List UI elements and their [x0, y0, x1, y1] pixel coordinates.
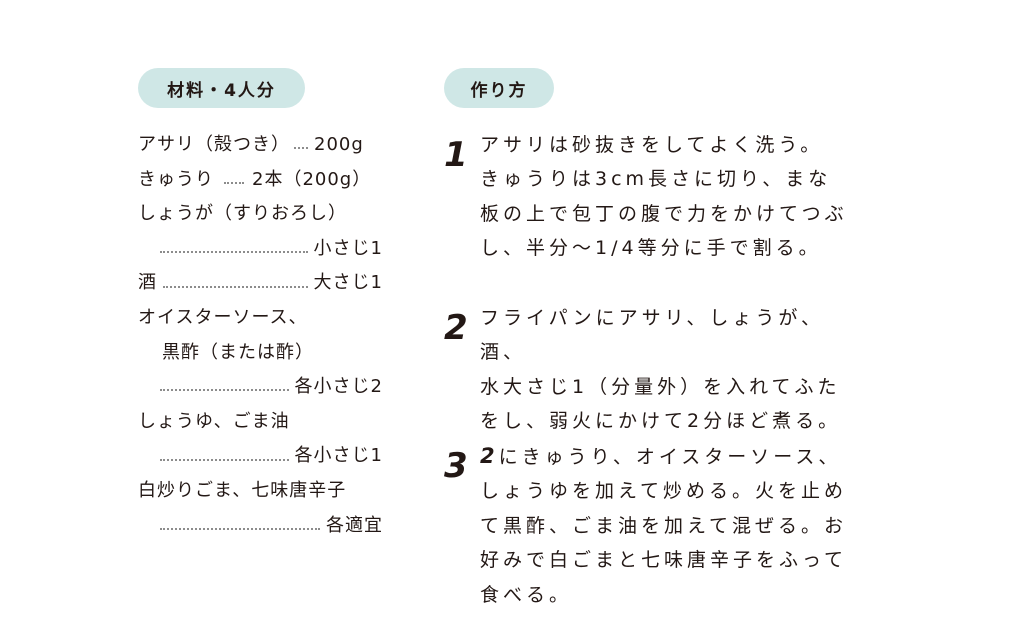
step-line: をし、弱火にかけて2分ほど煮る。 — [480, 410, 842, 433]
step-number: 2 — [444, 308, 468, 348]
ingredient-row: しょうゆ、ごま油 — [138, 405, 383, 440]
leader-dots — [160, 251, 308, 254]
ingredient-amount: 大さじ1 — [313, 272, 383, 294]
ingredient-row: 白炒りごま、七味唐辛子 — [138, 474, 383, 509]
step-line: しょうゆを加えて炒める。火を止め — [480, 480, 848, 503]
step-line: アサリは砂抜きをしてよく洗う。 — [480, 134, 824, 156]
ingredient-row: きゅうり 2本（200g） — [138, 163, 383, 198]
ingredient-amount: 各適宜 — [326, 514, 383, 536]
ingredient-row: オイスターソース、 — [138, 301, 383, 336]
ingredient-name: しょうゆ、ごま油 — [138, 410, 290, 432]
ingredient-name: きゅうり — [138, 168, 214, 190]
step-line: 食べる。 — [480, 583, 573, 606]
ingredients-list: アサリ（殻つき） 200g きゅうり 2本（200g） しょうが（すりおろし） … — [138, 128, 383, 543]
ingredient-name: 酒 — [138, 272, 157, 294]
ingredient-name: 白炒りごま、七味唐辛子 — [138, 479, 347, 501]
step-line: 水大さじ1（分量外）を入れてふた — [480, 375, 841, 398]
ingredient-name: アサリ（殻つき） — [138, 134, 290, 155]
step-line: て黒酢、ごま油を加えて混ぜる。お — [480, 514, 848, 537]
leader-dots — [224, 181, 244, 184]
step-text: アサリは砂抜きをしてよく洗う。 きゅうりは3cm長さに切り、まな 板の上で包丁の… — [480, 128, 852, 266]
leader-dots — [160, 389, 289, 392]
leader-dots — [160, 527, 320, 530]
steps-header-label: 作り方 — [470, 80, 528, 101]
ingredient-amount: 200g — [314, 134, 364, 155]
ingredient-row: しょうが（すりおろし） — [138, 197, 383, 232]
ingredient-name: オイスターソース、 — [138, 306, 308, 328]
step-ref-number: 2 — [480, 444, 495, 468]
leader-dots — [163, 285, 308, 288]
ingredient-amount: 各小さじ1 — [294, 445, 383, 467]
ingredient-row: 各小さじ1 — [138, 439, 383, 474]
ingredient-row: 小さじ1 — [138, 232, 383, 267]
step-line: にきゅうり、オイスターソース、 — [498, 446, 842, 468]
step-line: 板の上で包丁の腹で力をかけてつぶ — [480, 202, 848, 225]
step-text: フライパンにアサリ、しょうが、酒、 水大さじ1（分量外）を入れてふた をし、弱火… — [480, 301, 852, 439]
step-line: フライパンにアサリ、しょうが、酒、 — [480, 307, 825, 364]
ingredients-header: 材料・4人分 — [138, 68, 305, 108]
step-line: し、半分～1/4等分に手で割る。 — [480, 237, 822, 260]
ingredient-row: 黒酢（または酢） — [138, 336, 383, 371]
step-line: 好みで白ごまと七味唐辛子をふって — [480, 549, 848, 572]
leader-dots — [294, 147, 308, 150]
ingredient-row: アサリ（殻つき） 200g — [138, 128, 383, 163]
ingredient-row: 各小さじ2 — [138, 370, 383, 405]
ingredients-header-label: 材料・4人分 — [167, 80, 276, 101]
ingredient-name: しょうが（すりおろし） — [138, 203, 347, 225]
steps-header: 作り方 — [444, 68, 554, 108]
ingredient-row: 酒 大さじ1 — [138, 266, 383, 301]
step-number: 1 — [444, 135, 468, 175]
step-line: きゅうりは3cm長さに切り、まな — [480, 168, 832, 191]
leader-dots — [160, 458, 289, 461]
step-number: 3 — [444, 446, 468, 486]
ingredient-name: 黒酢（または酢） — [162, 341, 314, 363]
ingredient-amount: 小さじ1 — [313, 237, 383, 259]
ingredient-amount: 2本（200g） — [252, 168, 372, 190]
ingredient-row: 各適宜 — [138, 509, 383, 544]
ingredient-amount: 各小さじ2 — [294, 376, 383, 398]
